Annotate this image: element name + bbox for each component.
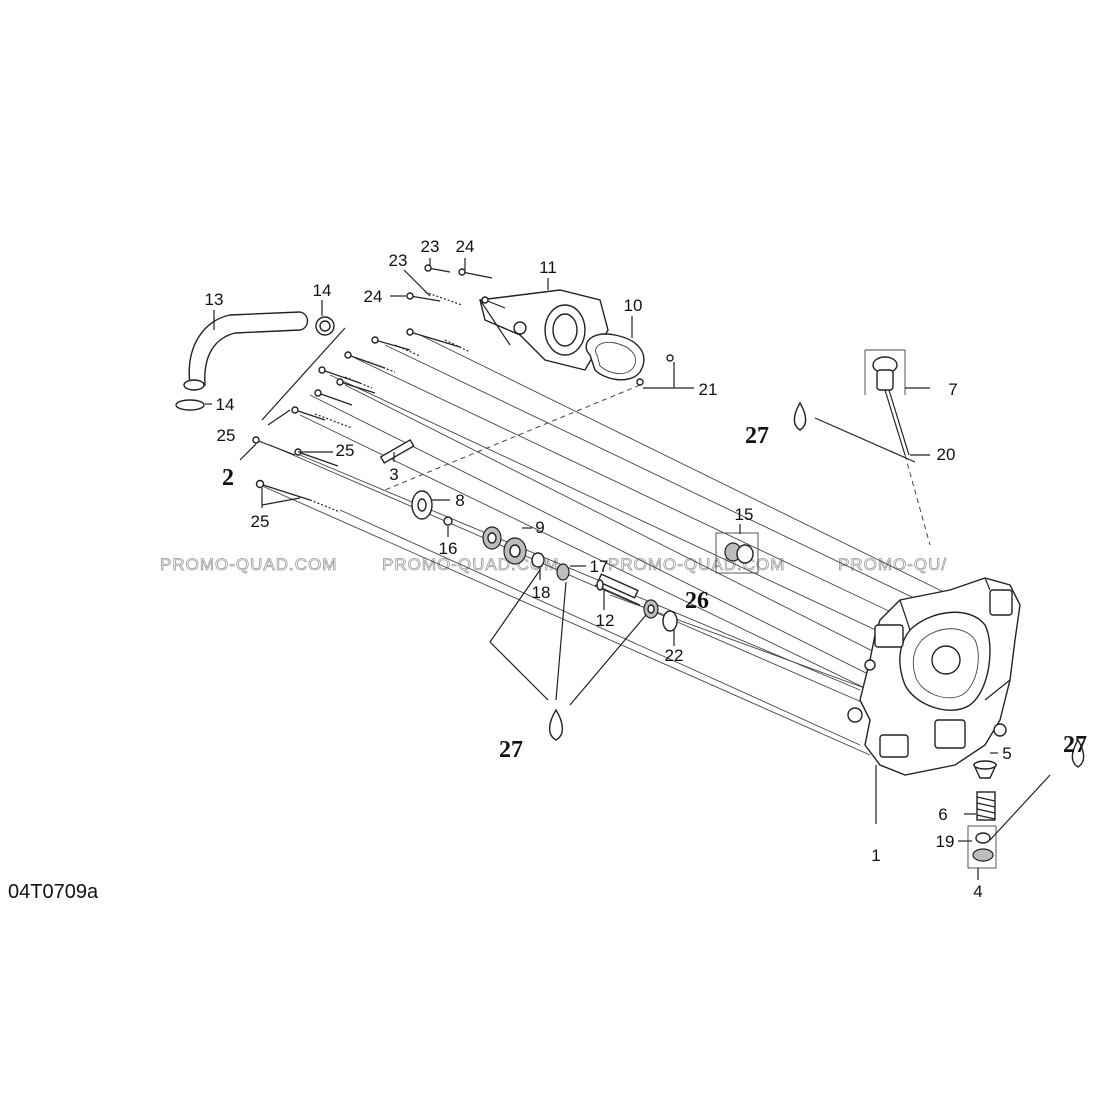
bolt-8 (252, 436, 296, 456)
callout-25-mid: 25 (336, 441, 355, 460)
shaft-parts (531, 552, 641, 606)
bolt-2 (371, 336, 421, 357)
bolt-10 (255, 479, 341, 513)
callout-22: 22 (665, 646, 684, 665)
callout-14-bottom: 14 (216, 395, 235, 414)
pin-part-3 (379, 438, 415, 464)
small-bolts-23-24 (406, 264, 506, 309)
callout-23-top: 23 (421, 237, 440, 256)
callout-18: 18 (532, 583, 551, 602)
callout-27-top: 27 (745, 423, 769, 449)
ring-part-18 (531, 552, 545, 568)
seal-part-8 (411, 490, 433, 520)
bolt-1 (406, 328, 471, 353)
seal-part-17 (556, 563, 570, 581)
callout-2: 2 (222, 465, 234, 491)
bolt-5 (336, 378, 376, 394)
callout-5: 5 (1002, 744, 1011, 763)
callout-19: 19 (936, 832, 955, 851)
callout-23-left: 23 (389, 251, 408, 270)
callout-labels: 1 2 3 4 5 6 7 8 9 10 11 12 13 14 14 15 1… (205, 237, 1087, 901)
bolt-3 (344, 351, 396, 373)
diagram-code: 04T0709a (8, 881, 99, 903)
dipstick-part-7 (864, 349, 910, 456)
callout-21: 21 (699, 380, 718, 399)
bolt-4 (318, 366, 373, 389)
callout-17: 17 (590, 557, 609, 576)
callout-25-left: 25 (217, 426, 236, 445)
watermark-1: PROMO-QUAD.COM (160, 555, 337, 574)
callout-14-top: 14 (313, 281, 332, 300)
bolt-part-4 (972, 848, 994, 862)
callout-13: 13 (205, 290, 224, 309)
callout-11: 11 (539, 258, 557, 277)
oil-drop-icon (1071, 738, 1085, 768)
watermark-3: PROMO-QUAD.COM (608, 555, 785, 574)
water-pump-cover-part-11 (479, 289, 609, 371)
bolt-6 (314, 389, 353, 406)
seal-part-26-ring-22 (643, 599, 678, 632)
hose-part-13 (175, 311, 335, 411)
callout-8: 8 (455, 491, 464, 510)
oil-drop-icon (793, 401, 807, 431)
callout-16: 16 (439, 539, 458, 558)
watermark-4: PROMO-QU/ (838, 555, 947, 574)
callout-7: 7 (948, 380, 957, 399)
callout-24-top: 24 (456, 237, 475, 256)
callout-12: 12 (596, 611, 615, 630)
callout-20: 20 (937, 445, 956, 464)
gasket-part-10 (585, 333, 674, 386)
bolt-7 (291, 406, 353, 429)
crankcase-part-1 (847, 577, 1021, 776)
callout-10: 10 (624, 296, 643, 315)
guide-lines (259, 334, 961, 756)
relief-valve-parts (967, 760, 998, 869)
callout-4: 4 (973, 882, 982, 901)
spring-part-6 (976, 791, 996, 821)
leader-lines (205, 258, 1051, 880)
bearing-part-15 (715, 532, 759, 574)
callout-6: 6 (938, 805, 947, 824)
callout-1: 1 (871, 846, 880, 865)
callout-15: 15 (735, 505, 754, 524)
oil-drops (548, 401, 1085, 768)
callout-3: 3 (389, 465, 398, 484)
washer-part-19 (975, 832, 991, 844)
callout-24-left: 24 (364, 287, 383, 306)
callout-25-bottom: 25 (251, 512, 270, 531)
callout-26: 26 (685, 588, 709, 614)
shaft-part-12 (597, 573, 639, 599)
callout-9: 9 (535, 518, 544, 537)
oil-drop-icon (548, 708, 564, 741)
callout-27-bottom: 27 (499, 737, 523, 763)
ring-part-16 (443, 516, 453, 526)
bearing-part-9 (482, 526, 527, 565)
callout-27-right: 27 (1063, 732, 1087, 758)
